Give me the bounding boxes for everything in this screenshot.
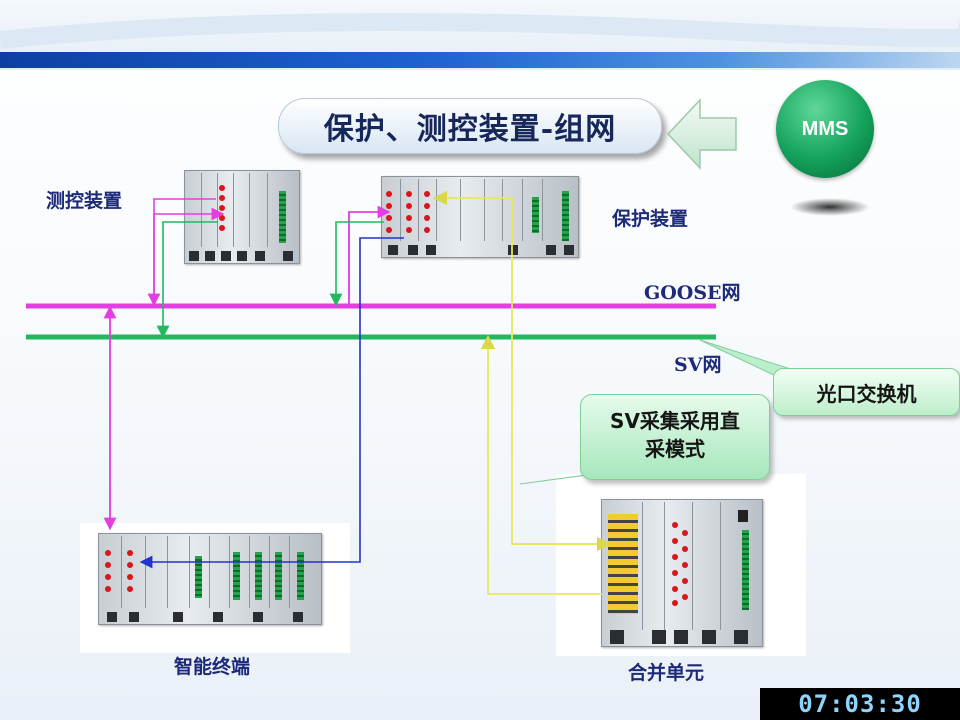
header-decoration bbox=[0, 13, 960, 49]
sv-sampling-line2: 采模式 bbox=[645, 437, 705, 461]
mms-badge: MMS bbox=[776, 80, 874, 178]
optical-switch-label: 光口交换机 bbox=[816, 381, 917, 406]
title-banner: 保护、测控装置-组网 bbox=[278, 98, 662, 154]
header-band bbox=[0, 52, 960, 68]
goose-net-label: GOOSE网 bbox=[644, 282, 741, 304]
mms-shadow bbox=[790, 198, 870, 216]
terminal-block bbox=[608, 514, 638, 614]
sv-net-label: SV网 bbox=[674, 354, 722, 376]
clock-text: 07:03:30 bbox=[798, 690, 922, 718]
clock-display: 07:03:30 bbox=[760, 688, 960, 720]
merging-unit-label: 合并单元 bbox=[628, 662, 705, 684]
mms-label: MMS bbox=[801, 117, 849, 140]
left-arrow-icon bbox=[666, 98, 737, 170]
page-title: 保护、测控装置-组网 bbox=[323, 112, 617, 147]
sv-sampling-line1: SV采集采用直 bbox=[610, 409, 740, 433]
measure-device-label: 测控装置 bbox=[46, 190, 123, 212]
protection-device-label: 保护装置 bbox=[612, 208, 689, 230]
smart-terminal-label: 智能终端 bbox=[174, 656, 251, 678]
smart-terminal-device bbox=[98, 533, 322, 625]
protection-device bbox=[381, 176, 579, 258]
sv-sampling-callout: SV采集采用直 采模式 bbox=[580, 394, 770, 480]
merging-unit-device bbox=[601, 499, 763, 647]
measure-device bbox=[184, 170, 300, 264]
optical-switch-callout: 光口交换机 bbox=[773, 368, 960, 416]
